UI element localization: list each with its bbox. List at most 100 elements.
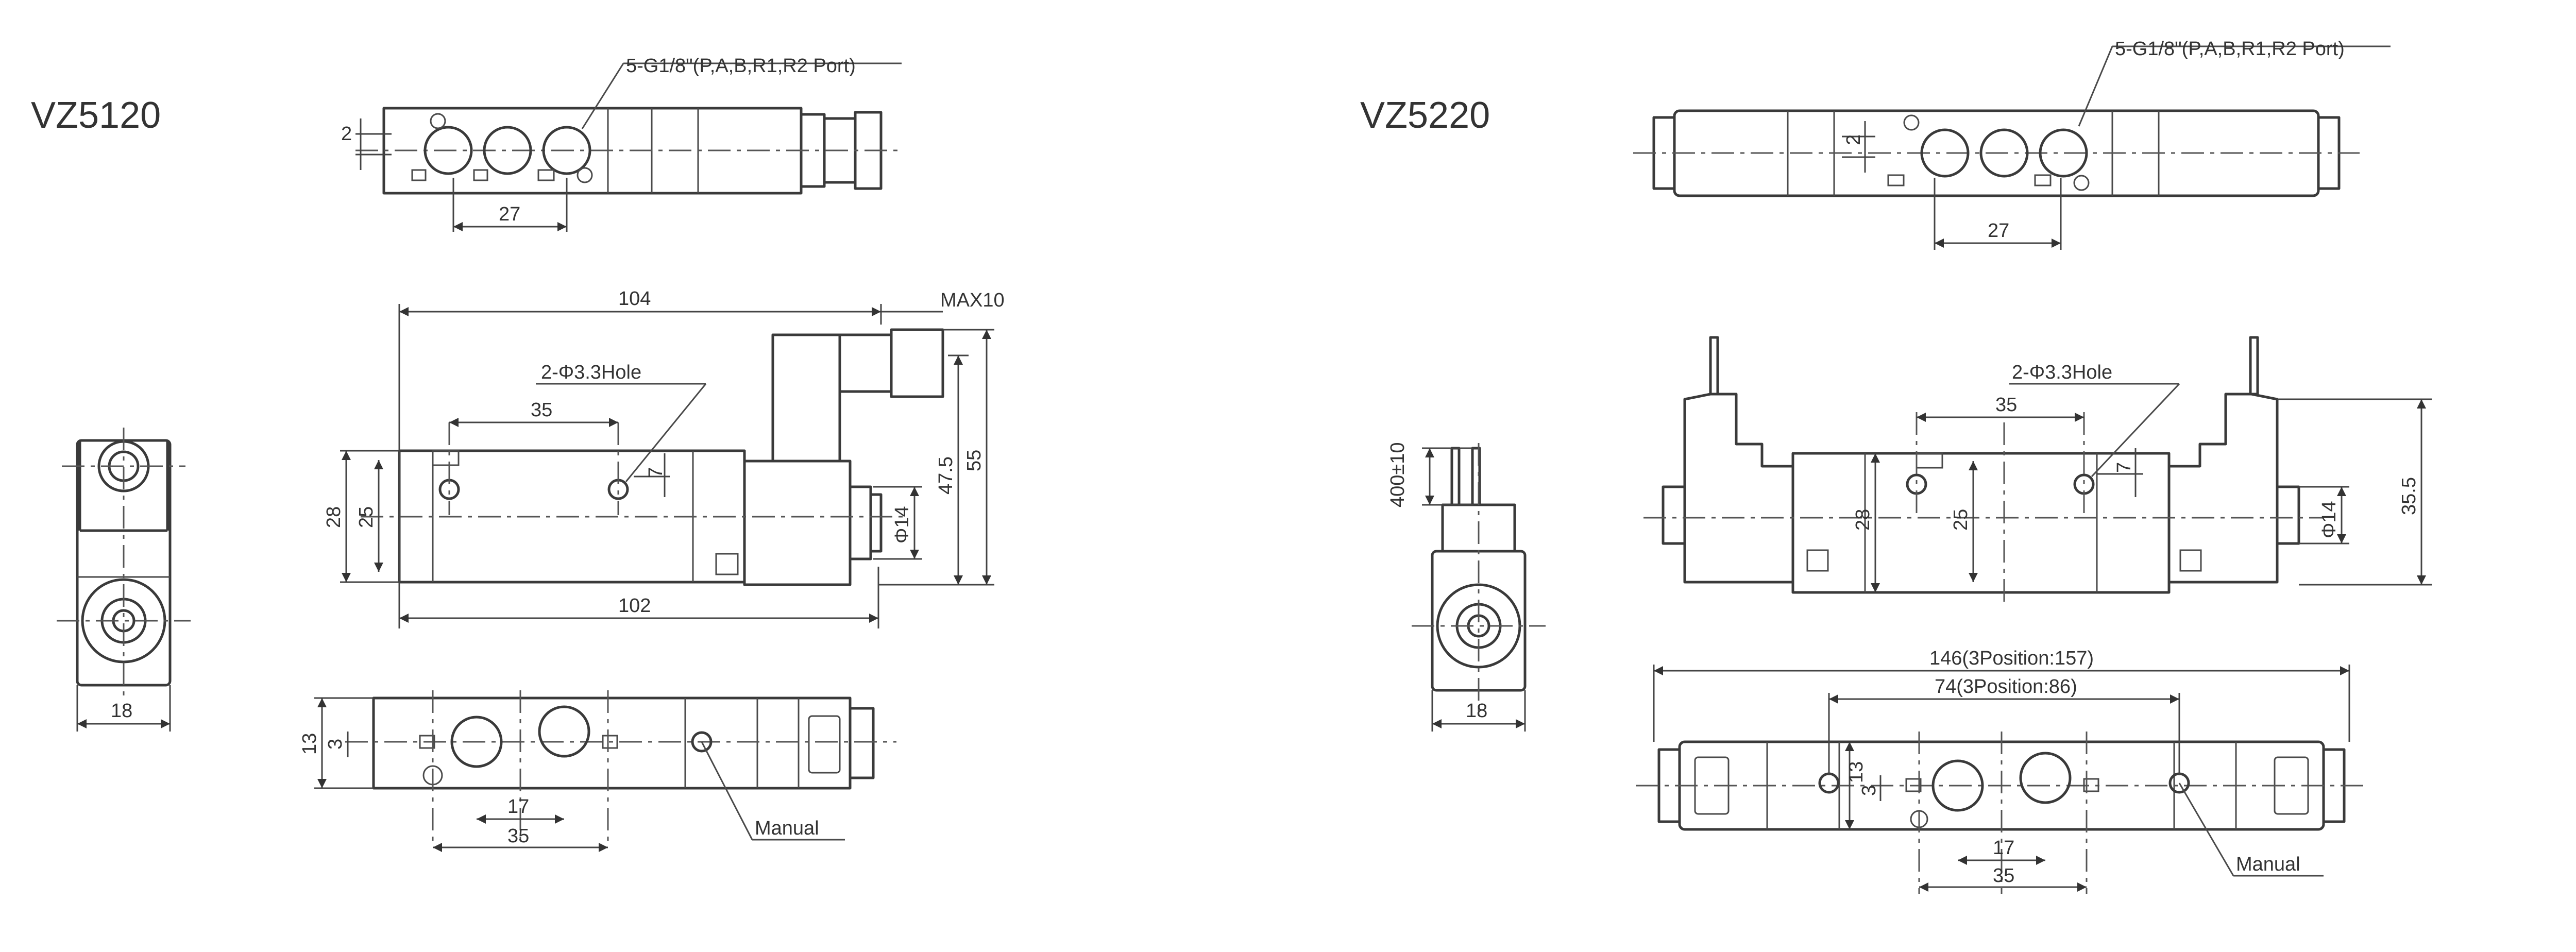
dim-27: 27 (1988, 220, 2009, 242)
dim-55: 55 (963, 450, 985, 471)
dim-102: 102 (618, 595, 651, 617)
dim-13: 13 (299, 733, 320, 755)
dim-13: 13 (1845, 761, 1867, 783)
dim-47-5: 47.5 (935, 456, 957, 495)
solenoid-coil (743, 460, 852, 586)
port-tag (2034, 174, 2052, 186)
dim-35: 35 (1995, 394, 2017, 416)
vz5120-front-view: 104 MAX10 35 2-Φ3.3Hole 7 28 25 Φ14 47.5 (323, 288, 1005, 628)
dim-27: 27 (499, 203, 520, 225)
port-tag (419, 735, 435, 749)
lead-wire-right (2249, 336, 2259, 396)
leader-line (701, 741, 753, 840)
dim-2: 2 (1843, 134, 1865, 145)
dim-phi14: Φ14 (891, 506, 913, 543)
dim-28: 28 (323, 506, 345, 528)
manual-hole (1818, 772, 1840, 794)
mount-tab (432, 450, 460, 466)
leader-line (581, 63, 624, 129)
connector-gland (838, 333, 893, 393)
coil-right (2169, 393, 2279, 584)
port-tag (2083, 778, 2099, 792)
dim-2: 2 (341, 123, 352, 145)
vz5220-front-view: 35 2-Φ3.3Hole 7 28 25 Φ14 35.5 (1643, 336, 2432, 603)
manual-button (2179, 549, 2202, 572)
hole-note: 2-Φ3.3Hole (541, 362, 641, 383)
vz5220-top-view: 5-G1/8"(P,A,B,R1,R2 Port) 2 27 (1633, 38, 2391, 250)
manual-hole (691, 731, 713, 753)
dim-35: 35 (507, 825, 529, 847)
port-tag (411, 169, 427, 181)
port-circle (483, 126, 532, 175)
coil-outline (78, 440, 169, 532)
port-circle (542, 126, 591, 175)
port-note: 5-G1/8"(P,A,B,R1,R2 Port) (2115, 38, 2345, 60)
dim-18: 18 (111, 700, 132, 722)
port-tag (473, 169, 488, 181)
coil-nut (869, 493, 883, 553)
port-tag (1905, 778, 1922, 792)
dim-74: 74(3Position:86) (1935, 676, 2077, 698)
dim-3: 3 (325, 739, 346, 750)
model-label-vz5220: VZ5220 (1360, 95, 1490, 136)
manual-label: Manual (755, 818, 819, 839)
coil-left (1683, 393, 1793, 584)
coil-nut (849, 485, 872, 560)
screw-symbol (430, 113, 446, 129)
vz5220-drawing: VZ5220 5-G1/8"(P,A,B,R1,R2 Port) 2 (1360, 38, 2432, 894)
screw-symbol (1903, 114, 1920, 131)
port-circle (1931, 759, 1984, 812)
dim-3: 3 (1858, 785, 1880, 796)
port-tag (602, 735, 618, 749)
leader-line (2078, 46, 2113, 127)
dim-146: 146(3Position:157) (1929, 648, 2094, 669)
port-tag (537, 169, 555, 181)
connector-gland (890, 328, 944, 398)
dim-max10: MAX10 (940, 290, 1005, 311)
dim-phi14: Φ14 (2318, 501, 2340, 538)
port-circle (2039, 128, 2088, 178)
dim-17: 17 (507, 796, 529, 818)
leader-line (625, 383, 707, 482)
vz5120-bottom-view: 13 3 17 35 Manual (299, 690, 896, 852)
dim-104: 104 (618, 288, 651, 310)
port-circle (2019, 752, 2072, 804)
din-connector (771, 333, 841, 463)
dim-25: 25 (355, 506, 377, 528)
vz5120-top-view: 5-G1/8"(P,A,B,R1,R2 Port) 2 27 (341, 55, 902, 232)
model-label-vz5120: VZ5120 (31, 95, 161, 136)
vz5120-side-view: 18 (57, 428, 191, 732)
manual-button (1806, 549, 1829, 572)
port-circle (423, 126, 473, 175)
dim-25: 25 (1950, 509, 1972, 531)
port-circle (1979, 128, 2029, 178)
hole-note: 2-Φ3.3Hole (2012, 362, 2112, 383)
coil-nut (849, 707, 875, 779)
manual-label: Manual (2236, 854, 2300, 875)
dim-400: 400±10 (1387, 442, 1409, 507)
lead-wire (1471, 447, 1481, 506)
dim-35: 35 (531, 399, 552, 421)
dim-28: 28 (1852, 509, 1874, 531)
lead-wire-left (1709, 336, 1719, 396)
manual-button (715, 553, 739, 575)
port-note: 5-G1/8"(P,A,B,R1,R2 Port) (626, 55, 856, 77)
screw-symbol (577, 167, 593, 183)
mount-tab (1916, 452, 1943, 469)
dim-35-5: 35.5 (2398, 477, 2420, 515)
port-circle (450, 716, 503, 768)
dim-18: 18 (1466, 700, 1487, 722)
port-tag (1887, 174, 1905, 186)
coil-nut-right (2276, 485, 2300, 545)
port-circle (538, 705, 590, 758)
leader-line (2091, 383, 2180, 478)
manual-switch (808, 715, 841, 774)
leader-line (2178, 783, 2234, 876)
valve-body (1791, 452, 2171, 594)
screw-symbol (2073, 175, 2090, 191)
dim-35: 35 (1993, 865, 2014, 887)
vz5120-drawing: VZ5120 5-G1/8"(P,A,B,R1,R2 Port) (31, 55, 1005, 852)
body-outline (372, 696, 852, 790)
coil-nut-left (1662, 485, 1686, 545)
